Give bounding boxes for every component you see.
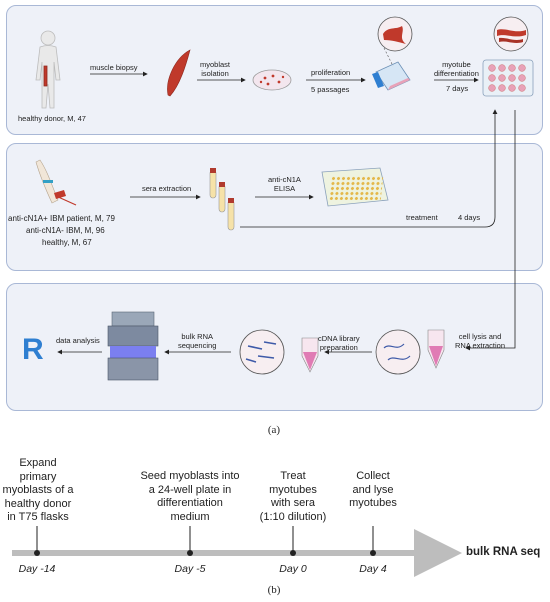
petri-dish-icon (252, 69, 292, 91)
timeline-event-4: Collect and lyse myotubes (349, 470, 397, 509)
label-muscle-biopsy: muscle biopsy (90, 63, 138, 72)
culture-flask-icon (372, 61, 411, 91)
panel-sera-treatment (6, 143, 543, 271)
caption-b: (b) (267, 584, 281, 596)
timeline-event-1: Expand primary myoblasts of a healthy do… (2, 457, 74, 523)
timeline-event-2: Seed myoblasts into a 24-well plate in d… (140, 470, 240, 523)
label-donor: healthy donor, M, 47 (18, 114, 86, 123)
label-data-analysis: data analysis (56, 336, 100, 345)
rna-strands-icon (375, 329, 421, 375)
label-cdna-library: cDNA library preparation (318, 334, 360, 352)
timeline-point (370, 550, 376, 556)
timeline-day-1: Day -14 (18, 563, 56, 575)
label-bulk-rna-sequencing: bulk RNA sequencing (178, 332, 217, 350)
tube-icon-library (301, 337, 319, 373)
arrow-treatment (240, 109, 498, 228)
label-treatment: treatment (406, 213, 438, 222)
timeline-end-label: bulk RNA seq (466, 546, 541, 558)
timeline-point (34, 550, 40, 556)
timeline-day-2: Day -5 (174, 563, 206, 575)
timeline-day-3: Day 0 (279, 563, 307, 575)
label-myoblast-isolation: myoblast isolation (200, 60, 231, 78)
label-patient-negative: anti-cN1A- IBM, M, 96 (26, 226, 105, 235)
label-patient-positive: anti-cN1A+ IBM patient, M, 79 (8, 214, 115, 223)
caption-a: (a) (267, 424, 281, 436)
muscle-tissue-icon (167, 49, 191, 97)
well-plate-icon (482, 59, 534, 97)
blood-tubes-icon (209, 168, 235, 231)
r-logo-icon: R (22, 333, 44, 366)
label-healthy-control: healthy, M, 67 (42, 238, 92, 247)
elisa-wells (328, 176, 384, 200)
label-myotube-differentiation: myotube differentiation (434, 60, 479, 78)
label-proliferation: proliferation (311, 68, 351, 77)
label-cell-lysis: cell lysis and RNA extraction (455, 332, 506, 350)
label-treatment-days: 4 days (458, 213, 481, 222)
cdna-fragments-icon (239, 329, 285, 375)
timeline-point (290, 550, 296, 556)
label-sera-extraction: sera extraction (142, 184, 192, 193)
sequencer-icon (107, 311, 159, 381)
label-passages: 5 passages (311, 85, 350, 94)
label-seven-days: 7 days (446, 84, 469, 93)
tube-icon-lysis (427, 329, 445, 369)
arrow-to-lysis (465, 110, 516, 351)
label-elisa: anti-cN1A ELISA (268, 175, 301, 193)
timeline-event-3: Treat myotubes with sera (1:10 dilution) (259, 470, 327, 523)
blood-draw-icon (35, 159, 77, 206)
human-donor-icon (35, 30, 61, 109)
timeline-day-4: Day 4 (359, 563, 387, 575)
timeline-point (187, 550, 193, 556)
